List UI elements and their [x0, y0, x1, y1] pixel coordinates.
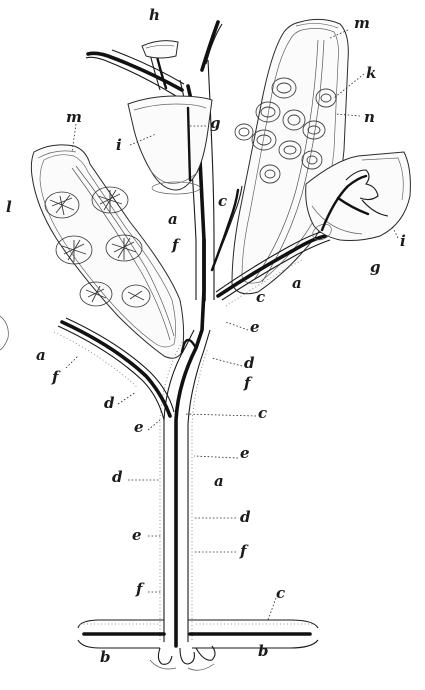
label-i-right: i [400, 234, 406, 249]
label-b-right: b [258, 644, 269, 659]
label-a-lower: a [214, 474, 224, 489]
label-e-lower-left: e [132, 528, 142, 543]
label-g-top: g [210, 116, 221, 131]
label-a-right: a [292, 276, 302, 291]
top-hydranth [142, 41, 178, 58]
label-a-upper: a [168, 212, 178, 227]
label-f-lower-right: f [240, 544, 246, 559]
label-f-bottom-left: f [136, 582, 142, 597]
label-m-top-right: m [354, 16, 370, 31]
label-c-right: c [256, 290, 265, 305]
label-e-mid: e [250, 320, 260, 335]
partial-circle-edge [0, 316, 8, 350]
label-d-lower-left: d [112, 470, 123, 485]
label-m-left: m [66, 110, 82, 125]
label-c-mid: c [258, 406, 267, 421]
label-k: k [366, 66, 376, 81]
label-d-lower-right: d [240, 510, 251, 525]
label-c-upper: c [218, 194, 227, 209]
label-a-left-branch: a [36, 348, 46, 363]
label-f-left-branch: f [52, 370, 58, 385]
label-n: n [364, 110, 375, 125]
label-b-left: b [100, 650, 111, 665]
label-g-right: g [370, 260, 381, 275]
label-f-mid: f [244, 376, 250, 391]
label-d-mid: d [244, 356, 255, 371]
label-e-mid2: e [240, 446, 250, 461]
label-l: l [6, 200, 12, 215]
label-h: h [149, 8, 160, 23]
label-c-bottom-right: c [276, 586, 285, 601]
label-f-upper: f [172, 238, 178, 253]
label-leader-lines [66, 30, 398, 620]
label-e-left: e [134, 420, 144, 435]
label-d-left-branch: d [104, 396, 115, 411]
label-i-left: i [116, 138, 122, 153]
